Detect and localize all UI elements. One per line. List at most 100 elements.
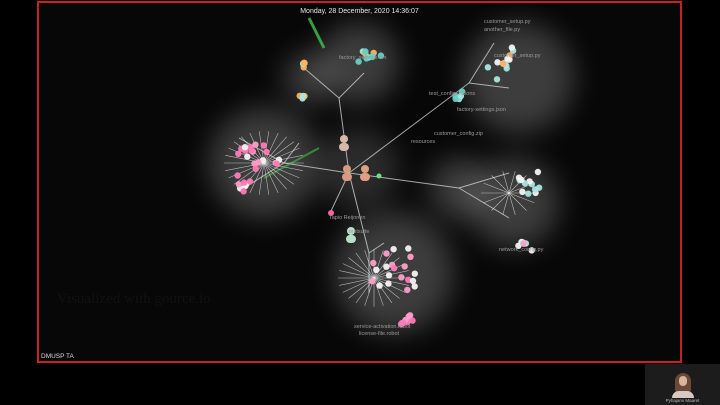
file-node bbox=[377, 52, 385, 59]
file-node bbox=[376, 173, 382, 179]
user-avatar-body bbox=[360, 173, 370, 181]
spray-line bbox=[508, 192, 535, 203]
file-node bbox=[376, 282, 383, 289]
spray-line bbox=[263, 162, 295, 185]
participant-video-tile[interactable]: Pyhajarvi Maaret bbox=[645, 364, 720, 405]
tree-branch bbox=[348, 112, 430, 174]
user-avatar-body bbox=[342, 173, 352, 181]
spray-line bbox=[263, 162, 300, 179]
file-node bbox=[535, 184, 543, 191]
file-label: testsuite bbox=[349, 229, 369, 235]
user-avatar-head bbox=[343, 165, 351, 173]
user-avatar-head bbox=[340, 135, 348, 143]
spray-line bbox=[373, 277, 400, 299]
gource-graph: customer_setup.pyanother_file.pycustomer… bbox=[209, 17, 574, 337]
file-node bbox=[390, 265, 398, 272]
spray-line bbox=[249, 162, 265, 194]
spray-line bbox=[483, 183, 510, 194]
spray-line bbox=[263, 132, 279, 164]
file-node bbox=[383, 263, 390, 270]
file-node bbox=[369, 53, 376, 61]
tree-branch bbox=[468, 42, 495, 84]
spray-line bbox=[373, 263, 406, 279]
spray-line bbox=[263, 162, 287, 190]
file-node bbox=[255, 159, 262, 166]
glow-blob bbox=[284, 53, 334, 103]
file-node bbox=[390, 246, 397, 253]
file-node bbox=[520, 240, 527, 247]
spray-line bbox=[263, 136, 287, 164]
file-node bbox=[457, 92, 465, 100]
file-node bbox=[373, 266, 380, 273]
spray-line bbox=[342, 277, 375, 293]
file-node bbox=[355, 58, 362, 65]
tree-branch bbox=[458, 172, 510, 189]
tree-branch bbox=[468, 82, 510, 89]
file-node bbox=[405, 245, 412, 252]
glow-blob bbox=[319, 128, 399, 208]
tree-branch bbox=[458, 187, 510, 219]
file-label: test_configurations bbox=[429, 91, 475, 97]
user-avatar-head bbox=[361, 165, 369, 173]
glow-blob bbox=[334, 213, 454, 333]
file-node bbox=[252, 165, 259, 173]
spray-line bbox=[263, 141, 295, 164]
file-label: customer_setup.py bbox=[484, 19, 531, 25]
file-node bbox=[525, 190, 532, 197]
file-node bbox=[493, 76, 501, 83]
participant-name: Pyhajarvi Maaret bbox=[665, 398, 700, 403]
tree-branch bbox=[348, 172, 370, 254]
file-node bbox=[362, 48, 369, 55]
spray-line bbox=[258, 162, 265, 195]
file-node bbox=[300, 59, 308, 66]
file-label: license-file.robot bbox=[359, 331, 400, 337]
file-label: factory-settings.json bbox=[457, 107, 506, 113]
file-node bbox=[518, 176, 525, 184]
glow-layer bbox=[209, 23, 574, 333]
file-node bbox=[405, 313, 412, 320]
file-node bbox=[328, 210, 334, 216]
file-node bbox=[369, 278, 376, 285]
spray-line bbox=[339, 277, 375, 286]
file-node bbox=[499, 60, 507, 67]
file-node bbox=[260, 142, 267, 149]
file-node bbox=[235, 181, 243, 188]
file-node bbox=[263, 148, 270, 156]
file-node bbox=[235, 150, 242, 157]
user-avatar-head bbox=[347, 227, 355, 235]
file-node bbox=[452, 92, 459, 100]
file-node bbox=[385, 272, 393, 279]
spray-line bbox=[348, 257, 375, 279]
file-node bbox=[248, 147, 255, 154]
file-node bbox=[273, 160, 280, 167]
spray-line bbox=[508, 192, 516, 215]
spray-line bbox=[373, 252, 393, 279]
spray-line bbox=[263, 162, 279, 194]
spray-line bbox=[263, 155, 303, 164]
user-avatar-body bbox=[339, 143, 349, 151]
file-label: factory_settings.bin bbox=[339, 55, 386, 61]
file-node bbox=[299, 92, 307, 100]
file-node bbox=[411, 283, 418, 290]
file-node bbox=[484, 64, 492, 71]
tree-branch bbox=[338, 72, 365, 99]
video-timestamp: Monday, 28 December, 2020 14:36:07 bbox=[300, 8, 419, 15]
activity-beam bbox=[307, 17, 326, 49]
tree-branch bbox=[283, 142, 300, 164]
file-label: Tapio Reijonen bbox=[329, 215, 365, 221]
file-label: service-activation.robot bbox=[354, 324, 411, 330]
tree-branch bbox=[303, 67, 340, 99]
corner-label: DMUSP TA bbox=[41, 353, 74, 360]
spray-line bbox=[342, 263, 375, 279]
file-node bbox=[244, 153, 251, 160]
tree-branch bbox=[283, 162, 350, 174]
file-label: resources bbox=[411, 139, 435, 145]
tree-branch bbox=[368, 242, 385, 254]
file-node bbox=[246, 178, 254, 185]
file-node bbox=[240, 188, 247, 195]
file-node bbox=[241, 144, 249, 151]
spray-line bbox=[502, 192, 510, 215]
file-node bbox=[252, 141, 259, 148]
tree-branch bbox=[428, 82, 470, 114]
